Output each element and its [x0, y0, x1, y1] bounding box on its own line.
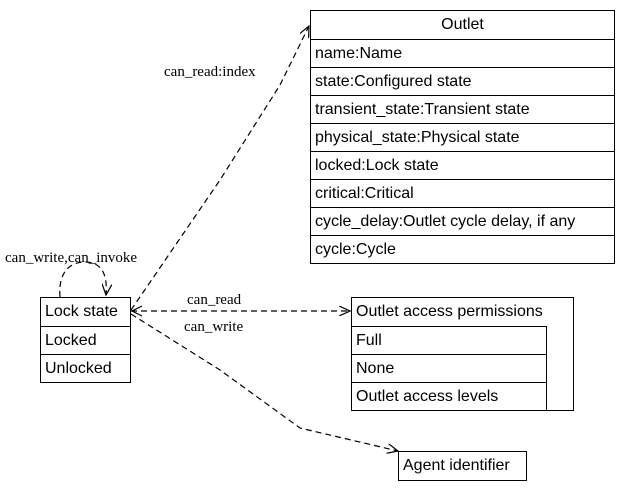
outlet-field-physical-state: physical_state:Physical state — [311, 123, 614, 151]
agent-identifier-title: Agent identifier — [403, 457, 510, 474]
edge-can-read-index — [130, 26, 309, 311]
label-can-read: can_read — [187, 292, 242, 308]
permissions-value-full: Full — [352, 326, 547, 354]
outlet-field-locked: locked:Lock state — [311, 151, 614, 179]
lock-state-box: Lock state Locked Unlocked — [40, 297, 131, 383]
outlet-field-cycle: cycle:Cycle — [311, 235, 614, 263]
outlet-box: Outlet name:Name state:Configured state … — [310, 10, 615, 264]
edge-can-write — [130, 313, 398, 451]
outlet-field-name: name:Name — [311, 39, 614, 67]
permissions-title: Outlet access permissions — [356, 303, 543, 320]
label-can-write-invoke: can_write,can_invoke — [5, 250, 138, 266]
lock-state-title: Lock state — [45, 303, 118, 320]
lock-state-value-unlocked: Unlocked — [41, 354, 130, 382]
label-can-read-index: can_read:index — [164, 64, 256, 80]
outlet-title: Outlet — [441, 16, 484, 33]
outlet-field-transient-state: transient_state:Transient state — [311, 95, 614, 123]
edge-can-write-invoke-loop — [59, 261, 107, 298]
permissions-box: Outlet access permissions Full None Outl… — [351, 297, 574, 411]
outlet-field-state: state:Configured state — [311, 67, 614, 95]
edge-can-read-start-arrow — [130, 305, 143, 317]
outlet-field-critical: critical:Critical — [311, 179, 614, 207]
agent-identifier-box: Agent identifier — [398, 451, 527, 481]
label-can-write: can_write — [184, 319, 244, 335]
lock-state-value-locked: Locked — [41, 326, 130, 354]
permissions-value-none: None — [352, 354, 547, 382]
permissions-value-levels: Outlet access levels — [352, 382, 547, 410]
outlet-field-cycle-delay: cycle_delay:Outlet cycle delay, if any — [311, 207, 614, 235]
